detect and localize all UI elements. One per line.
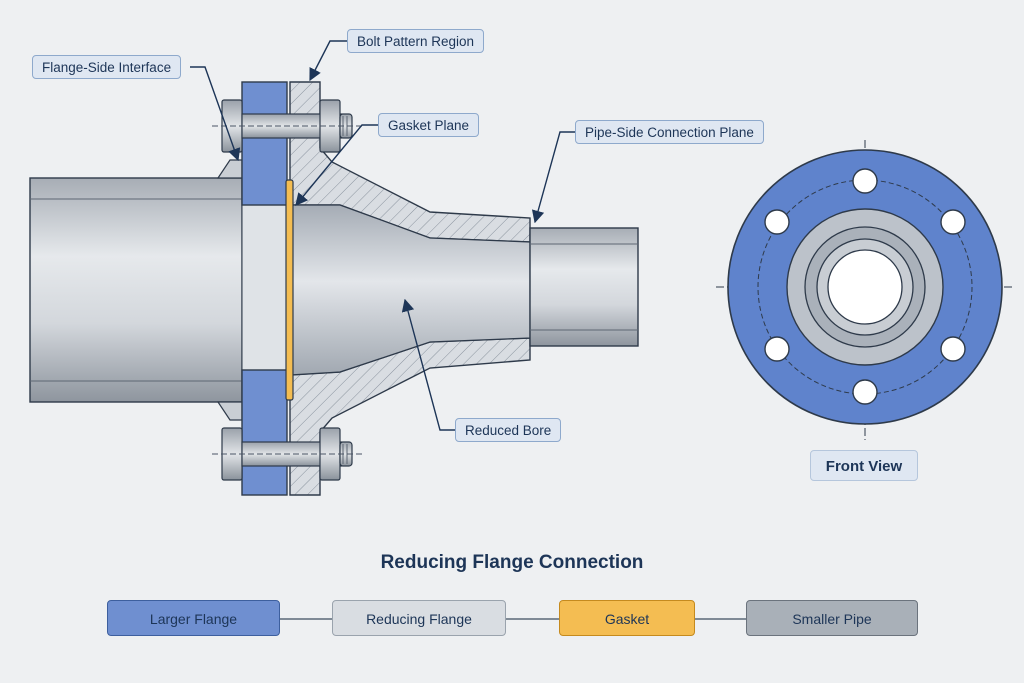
gasket: [285, 179, 294, 401]
reduced-bore-label: Reduced Bore: [455, 418, 562, 442]
legend-connector: [280, 618, 750, 620]
legend-larger-flange: Larger Flange: [107, 600, 280, 636]
large-pipe: [29, 159, 243, 421]
legend-gasket: Gasket: [559, 600, 695, 636]
top-bolt: [212, 99, 362, 153]
diagram-title: Reducing Flange Connection: [380, 552, 644, 573]
leader-lines: [190, 40, 575, 431]
larger-flange: [241, 81, 288, 496]
smaller-pipe: [529, 227, 639, 347]
bottom-bolt: [212, 427, 362, 481]
legend-reducing-flange: Reducing Flange: [332, 600, 506, 636]
flange-bore: [241, 204, 288, 371]
legend-smaller-pipe: Smaller Pipe: [746, 600, 918, 636]
front-view-bolt-holes: [764, 168, 966, 405]
reducing-flange-section: [289, 81, 531, 496]
front-view-flange: [716, 140, 1012, 440]
front-view-label: Front View: [810, 450, 918, 481]
flange-side-interface-label: Flange-Side Interface: [32, 55, 182, 79]
pipe-side-connection-plane-label: Pipe-Side Connection Plane: [575, 120, 764, 144]
gasket-plane-label: Gasket Plane: [378, 113, 480, 137]
bolt-pattern-region-label: Bolt Pattern Region: [347, 29, 485, 53]
